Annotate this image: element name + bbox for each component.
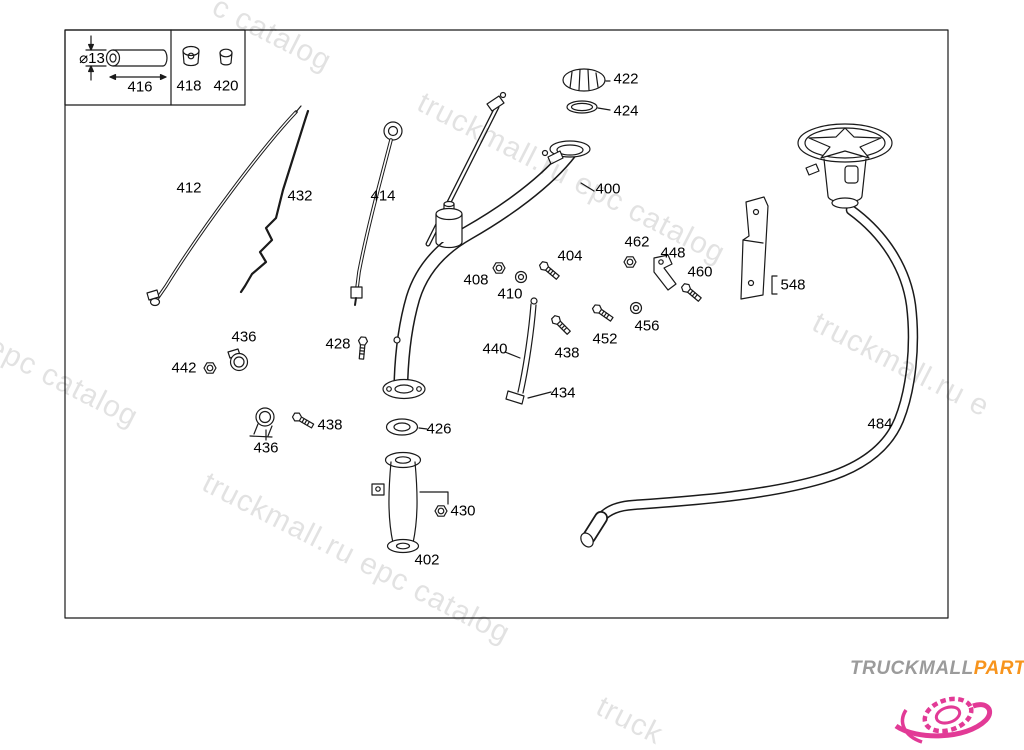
part-label: 440 [482, 340, 508, 358]
part-label: 414 [370, 187, 396, 205]
part-label: 430 [450, 502, 476, 520]
filler-tube-400 [382, 140, 591, 400]
part-label: 404 [557, 247, 583, 265]
filler-cap-422 [562, 68, 611, 92]
drain-hose-484 [580, 204, 919, 548]
brand-logo: TRUCKMALLPARTS [850, 658, 1024, 750]
legend-box [64, 29, 246, 106]
leader-lines [580, 182, 595, 192]
part-label: 436 [253, 439, 279, 457]
filler-funnel [797, 123, 893, 209]
seal-ring-424 [566, 100, 611, 114]
brand-name-accent: PARTS [973, 658, 1024, 679]
guide-tube-414 [350, 121, 403, 306]
part-label: 418 [176, 77, 202, 95]
dipstick-blade-432 [239, 109, 310, 294]
bracket-548 [740, 196, 778, 300]
part-label: 434 [550, 384, 576, 402]
part-label: 436 [231, 328, 257, 346]
strap-bracket-434-440 [504, 297, 552, 405]
brand-name-gray: TRUCKMALL [850, 658, 974, 679]
dipstick-412 [146, 105, 302, 307]
part-label: 420 [213, 77, 239, 95]
part-label: 408 [463, 271, 489, 289]
gear-swirl-icon [894, 696, 993, 744]
part-label: 462 [624, 233, 650, 251]
diagram-frame [64, 29, 949, 619]
gasket-426 [385, 418, 428, 436]
part-label: 410 [497, 285, 523, 303]
part-label: 426 [426, 420, 452, 438]
part-label: 548 [780, 276, 806, 294]
bracket-448 [653, 254, 677, 291]
part-label: 432 [287, 187, 313, 205]
part-label: 452 [592, 330, 618, 348]
part-label: 438 [554, 344, 580, 362]
pipe-clamp-436-lower [249, 407, 275, 441]
part-label: 412 [176, 179, 202, 197]
part-label: 428 [325, 335, 351, 353]
part-label: ⌀13 [79, 50, 105, 67]
part-label: 442 [171, 359, 197, 377]
lower-tube-402 [371, 451, 449, 554]
part-label: 416 [127, 78, 153, 96]
pipe-clamp-436-upper [227, 348, 249, 372]
part-label: 422 [613, 70, 639, 88]
part-label: 484 [867, 415, 893, 433]
part-label: 400 [595, 180, 621, 198]
part-label: 438 [317, 416, 343, 434]
part-label: 424 [613, 102, 639, 120]
part-label: 460 [687, 263, 713, 281]
part-label: 448 [660, 244, 686, 262]
part-label: 402 [414, 551, 440, 569]
part-label: 456 [634, 317, 660, 335]
brand-logo-text: TRUCKMALLPARTS [850, 658, 1024, 680]
